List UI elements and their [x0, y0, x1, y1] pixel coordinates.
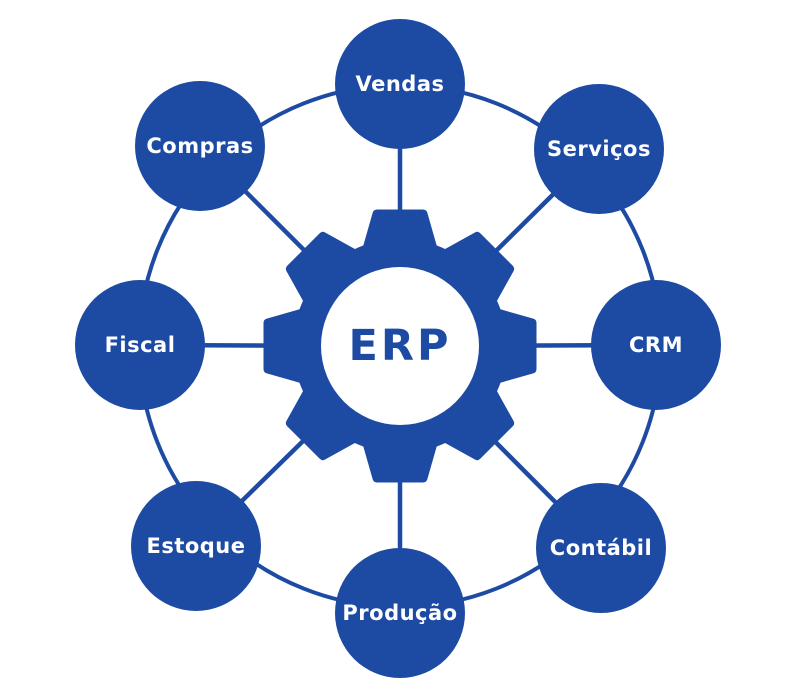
node-servicos: Serviços [534, 84, 664, 214]
node-compras-label: Compras [146, 134, 254, 158]
node-producao-label: Produção [342, 601, 458, 625]
node-contabil: Contábil [536, 483, 666, 613]
erp-center-label: ERP [348, 321, 452, 371]
node-vendas: Vendas [335, 19, 465, 149]
node-producao: Produção [335, 548, 465, 678]
node-fiscal: Fiscal [75, 280, 205, 410]
node-compras: Compras [135, 81, 265, 211]
node-estoque: Estoque [131, 481, 261, 611]
node-crm-label: CRM [629, 333, 683, 357]
node-crm: CRM [591, 280, 721, 410]
gear-hub [321, 267, 479, 425]
node-estoque-label: Estoque [146, 534, 246, 558]
node-vendas-label: Vendas [355, 72, 445, 96]
node-fiscal-label: Fiscal [104, 333, 176, 357]
node-contabil-label: Contábil [549, 536, 653, 560]
node-servicos-label: Serviços [547, 137, 651, 161]
gear-icon [263, 209, 537, 483]
